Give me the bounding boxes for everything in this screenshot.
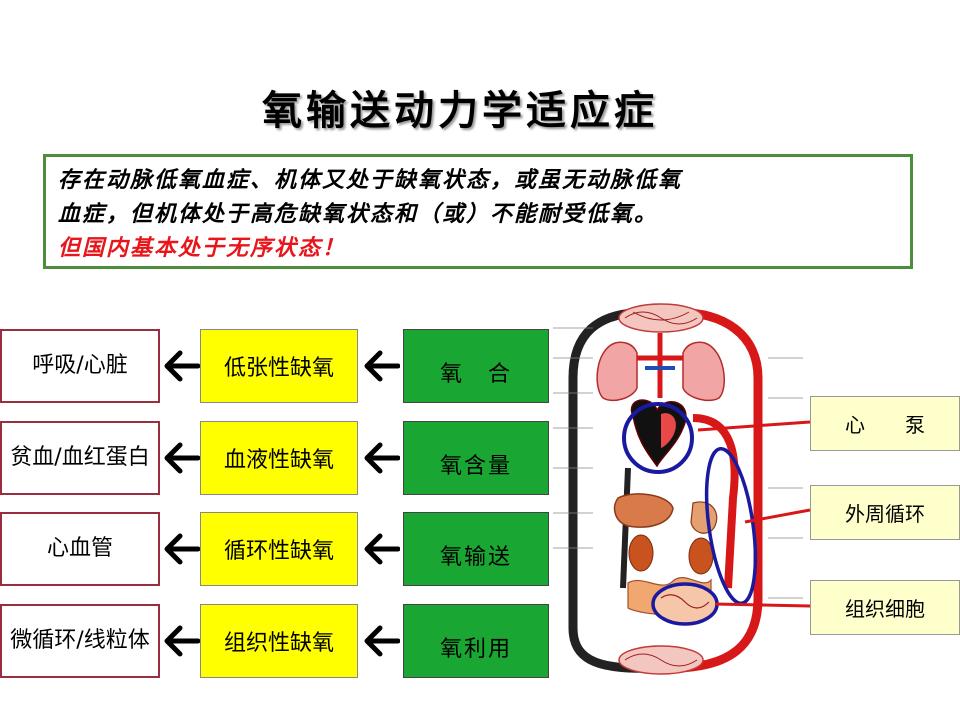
label-tissue-cells: 组织细胞 xyxy=(810,580,960,635)
hypoxia-row: 微循环/线粒体 组织性缺氧 氧利用 xyxy=(0,604,560,680)
oxygen-stage-box: 氧含量 xyxy=(403,421,549,495)
hypoxia-row: 贫血/血红蛋白 血液性缺氧 氧含量 xyxy=(0,421,560,497)
arrow-left-icon xyxy=(164,442,200,474)
systemic-vein-loop xyxy=(568,307,659,673)
label-peripheral-circulation: 外周循环 xyxy=(810,485,960,540)
oxygen-stage-box: 氧 合 xyxy=(403,329,549,403)
heart-pump-highlight xyxy=(622,402,694,474)
hypoxia-type-box: 循环性缺氧 xyxy=(200,512,358,586)
circulation-diagram xyxy=(553,303,803,675)
hypoxia-type-box: 低张性缺氧 xyxy=(200,329,358,403)
condition-box: 微循环/线粒体 xyxy=(0,604,160,678)
liver xyxy=(613,493,674,528)
systemic-artery-loop xyxy=(662,307,763,673)
hypoxia-type-box: 血液性缺氧 xyxy=(200,421,358,495)
definition-line-1: 存在动脉低氧血症、机体又处于缺氧状态，或虽无动脉低氧 xyxy=(58,167,683,193)
arrow-left-icon xyxy=(364,625,400,657)
definition-line-2: 血症，但机体处于高危缺氧状态和（或）不能耐受低氧。 xyxy=(58,201,659,227)
hypoxia-row: 心血管 循环性缺氧 氧输送 xyxy=(0,512,560,588)
kidney-right xyxy=(688,537,714,575)
stomach xyxy=(690,501,718,534)
page-title: 氧输送动力学适应症 xyxy=(262,87,658,134)
condition-box: 贫血/血红蛋白 xyxy=(0,421,160,495)
definition-warning: 但国内基本处于无序状态！ xyxy=(58,235,347,261)
arrow-left-icon xyxy=(364,350,400,382)
hypoxia-row: 呼吸/心脏 低张性缺氧 氧 合 xyxy=(0,329,560,405)
lung-left xyxy=(596,341,638,402)
arrow-left-icon xyxy=(164,625,200,657)
definition-box: 存在动脉低氧血症、机体又处于缺氧状态，或虽无动脉低氧 血症，但机体处于高危缺氧状… xyxy=(43,154,913,269)
kidney-left xyxy=(628,534,654,572)
oxygen-stage-box: 氧输送 xyxy=(403,512,549,586)
condition-box: 心血管 xyxy=(0,512,160,586)
oxygen-stage-box: 氧利用 xyxy=(403,604,549,678)
arrow-left-icon xyxy=(164,533,200,565)
label-heart-pump: 心 泵 xyxy=(810,396,960,451)
arrow-left-icon xyxy=(164,350,200,382)
condition-box: 呼吸/心脏 xyxy=(0,329,160,403)
arrow-left-icon xyxy=(364,533,400,565)
hypoxia-type-box: 组织性缺氧 xyxy=(200,604,358,678)
lung-right xyxy=(682,341,726,402)
arrow-left-icon xyxy=(364,442,400,474)
